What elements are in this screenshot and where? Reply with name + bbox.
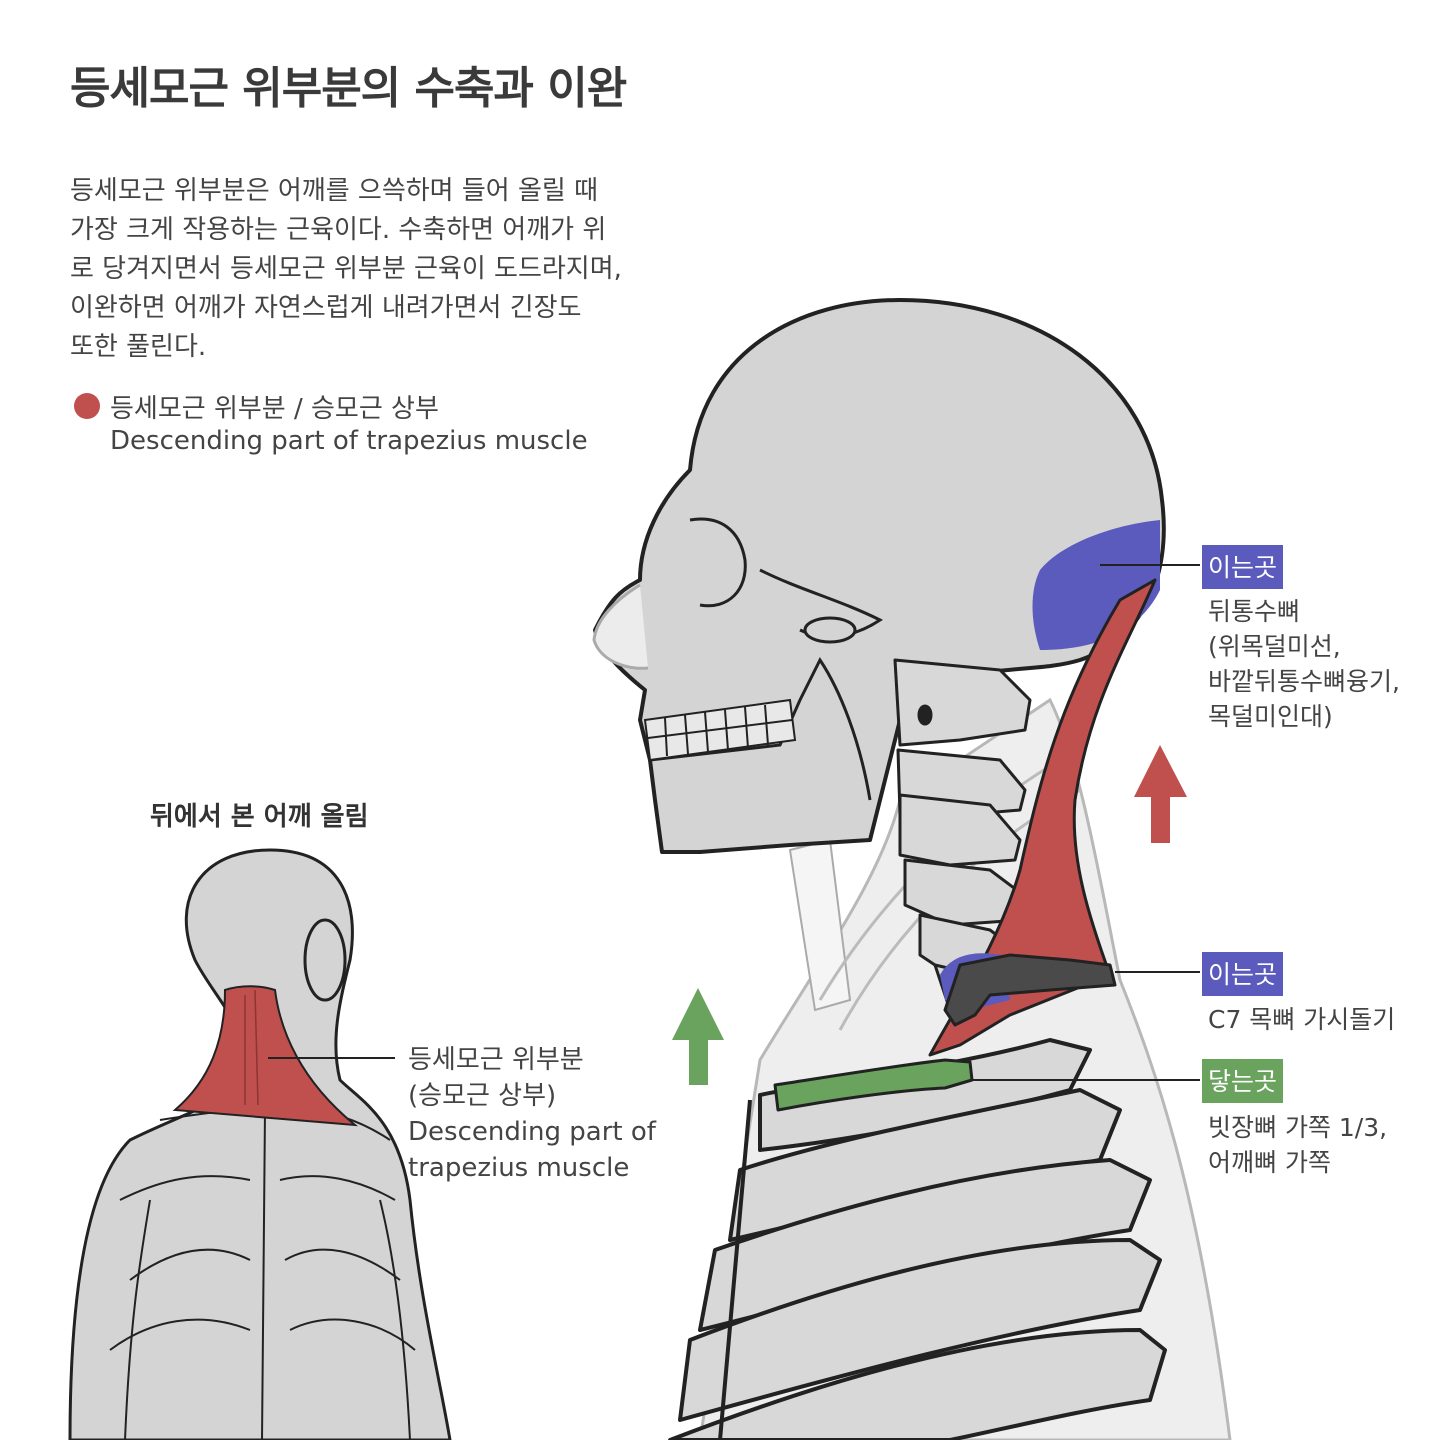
origin-note-line: 뒤통수뼈 — [1208, 597, 1301, 626]
back-view-title: 뒤에서 본 어깨 올림 — [150, 802, 369, 832]
trapezius-muscle-back — [172, 985, 359, 1127]
origin-note-occipital: 뒤통수뼈 (위목덜미선, 바깥뒤통수뼈융기, 목덜미인대) — [1208, 594, 1400, 734]
back-view-label-line: 등세모근 위부분 — [408, 1045, 584, 1075]
insertion-note: 빗장뼈 가쪽 1/3, 어깨뼈 가쪽 — [1208, 1110, 1387, 1180]
legend-korean: 등세모근 위부분 / 승모근 상부 — [110, 394, 439, 424]
insertion-note-line: 어깨뼈 가쪽 — [1208, 1148, 1331, 1177]
insertion-note-line: 빗장뼈 가쪽 1/3, — [1208, 1113, 1388, 1142]
origin-note-line: C7 목뼈 가시돌기 — [1208, 1005, 1396, 1034]
back-view-figure — [68, 848, 452, 1440]
ribcage — [668, 1038, 1167, 1440]
legend-english: Descending part of trapezius muscle — [110, 426, 588, 456]
clavicle-insertion-region — [773, 1058, 974, 1112]
description-line: 등세모근 위부분은 어깨를 으쓱하며 들어 올릴 때 — [70, 176, 598, 206]
description-line: 또한 풀린다. — [70, 332, 207, 362]
up-arrow-red — [1134, 745, 1187, 843]
description: 등세모근 위부분은 어깨를 으쓱하며 들어 올릴 때 가장 크게 작용하는 근육… — [70, 172, 690, 367]
c7-spinous-process — [943, 953, 1117, 1027]
origin-note-line: 바깥뒤통수뼈융기, — [1208, 667, 1400, 696]
page-title: 등세모근 위부분의 수축과 이완 — [70, 63, 627, 114]
description-line: 로 당겨지면서 등세모근 위부분 근육이 도드라지며, — [70, 254, 622, 284]
description-line: 가장 크게 작용하는 근육이다. 수축하면 어깨가 위 — [70, 215, 607, 245]
origin-note-line: 목덜미인대) — [1208, 702, 1333, 731]
up-arrow-green — [672, 988, 724, 1085]
back-view-label-line: (승모근 상부) — [408, 1081, 557, 1111]
insertion-badge: 닿는곳 — [1202, 1059, 1284, 1103]
back-view-label: 등세모근 위부분 (승모근 상부) Descending part of tra… — [408, 1042, 656, 1186]
legend-color-dot — [74, 393, 100, 419]
origin-note-line: (위목덜미선, — [1208, 632, 1341, 661]
skull — [592, 298, 1166, 854]
origin-badge-occipital: 이는곳 — [1202, 545, 1284, 589]
origin-note-c7: C7 목뼈 가시돌기 — [1208, 1002, 1395, 1037]
back-view-label-line: trapezius muscle — [408, 1153, 630, 1183]
origin-badge-c7: 이는곳 — [1202, 952, 1284, 996]
trapezius-muscle-side — [928, 578, 1157, 1057]
back-view-label-line: Descending part of — [408, 1117, 656, 1147]
description-line: 이완하면 어깨가 자연스럽게 내려가면서 긴장도 — [70, 293, 582, 323]
